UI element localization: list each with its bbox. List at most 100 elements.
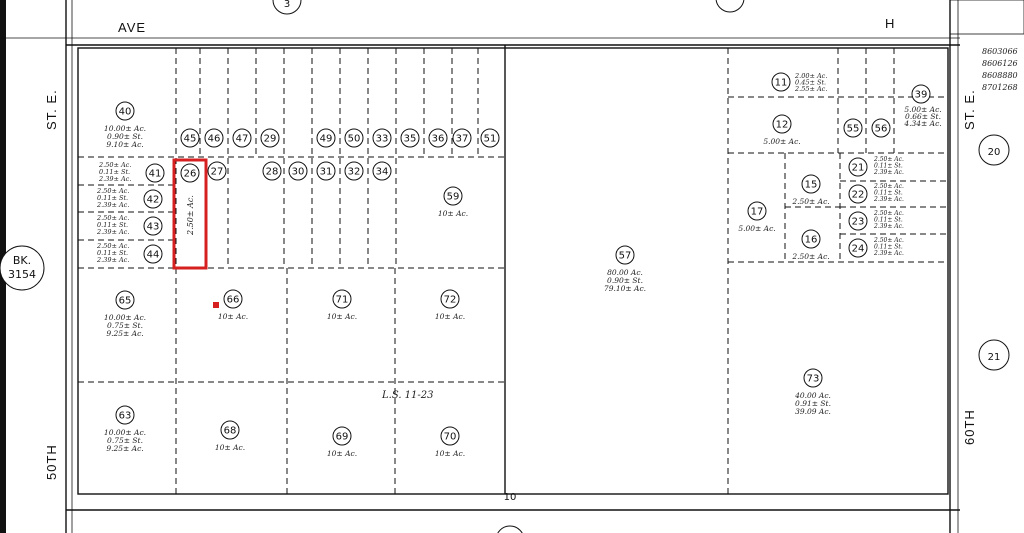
- parcel-circle-33[interactable]: [372, 128, 392, 148]
- street-label-st-e-right: ST. E.: [962, 89, 977, 130]
- parcel-area-23-2: 2.39± Ac.: [873, 223, 904, 230]
- parcel-number-39: 39: [915, 90, 928, 101]
- parcel-circle-11[interactable]: [771, 72, 791, 92]
- parcel-circle-21[interactable]: [848, 157, 868, 177]
- parcel-circle-28[interactable]: [262, 161, 282, 181]
- parcel-area-73-1: 0.91± St.: [795, 399, 831, 408]
- parcel-area-41-1: 0.11± St.: [99, 168, 130, 176]
- parcel-area-23-0: 2.50± Ac.: [873, 210, 904, 217]
- parcel-circle-70[interactable]: [440, 426, 460, 446]
- parcel-area-21-1: 0.11± St.: [874, 163, 903, 170]
- parcel-circle-41[interactable]: [145, 163, 165, 183]
- parcel-circle-23[interactable]: [848, 211, 868, 231]
- parcel-circle-47[interactable]: [232, 128, 252, 148]
- parcel-number-32: 32: [348, 167, 361, 178]
- parcel-number-36: 36: [432, 134, 445, 145]
- code-0: 8603066: [982, 47, 1018, 56]
- parcel-circle-55[interactable]: [843, 118, 863, 138]
- parcel-circle-42[interactable]: [143, 189, 163, 209]
- highlighted-parcel-26[interactable]: [172, 158, 208, 270]
- parcel-number-65: 65: [119, 296, 132, 307]
- parcel-circle-36[interactable]: [428, 128, 448, 148]
- parcel-circle-29[interactable]: [260, 128, 280, 148]
- parcel-circle-65[interactable]: [115, 290, 135, 310]
- parcel-area-22-0: 2.50± Ac.: [873, 183, 904, 190]
- parcel-circle-73[interactable]: [803, 368, 823, 388]
- parcel-area-65-2: 9.25± Ac.: [106, 329, 143, 338]
- map-ref-top: 3: [284, 0, 290, 10]
- parcel-circle-63[interactable]: [115, 405, 135, 425]
- narrow-lot-lines: [175, 48, 479, 268]
- parcel-number-47: 47: [236, 134, 249, 145]
- parcel-number-70: 70: [444, 432, 457, 443]
- map-ref-circle-bottom: [497, 525, 523, 533]
- parcel-circle-59[interactable]: [443, 186, 463, 206]
- parcel-circle-39[interactable]: [911, 84, 931, 104]
- parcel-66-marker: [213, 302, 219, 308]
- parcel-area-17-0: 5.00± Ac.: [738, 224, 775, 233]
- parcel-circle-27[interactable]: [207, 161, 227, 181]
- main-block-outline: [77, 47, 949, 495]
- parcel-area-69-0: 10± Ac.: [327, 449, 357, 458]
- parcel-number-72: 72: [444, 295, 457, 306]
- parcel-circle-46[interactable]: [204, 128, 224, 148]
- parcel-number-44: 44: [147, 250, 160, 261]
- parcel-circle-43[interactable]: [143, 216, 163, 236]
- parcel-circle-72[interactable]: [440, 289, 460, 309]
- parcel-circle-16[interactable]: [801, 229, 821, 249]
- book-number: 3154: [8, 268, 36, 281]
- parcel-circle-35[interactable]: [400, 128, 420, 148]
- parcel-number-23: 23: [852, 217, 865, 228]
- parcel-area-40-0: 10.00± Ac.: [104, 124, 146, 133]
- ls-label: L.S. 11-23: [381, 390, 434, 401]
- parcel-circle-37[interactable]: [452, 128, 472, 148]
- parcel-circle-71[interactable]: [332, 289, 352, 309]
- parcel-area-41-2: 2.39± Ac.: [98, 175, 131, 183]
- parcel-circle-49[interactable]: [316, 128, 336, 148]
- parcel-number-50: 50: [348, 134, 361, 145]
- map-ref-21: 21: [988, 352, 1001, 363]
- parcel-number-34: 34: [376, 167, 389, 178]
- parcel-circle-34[interactable]: [372, 161, 392, 181]
- parcel-circle-17[interactable]: [747, 201, 767, 221]
- parcel-number-43: 43: [147, 222, 160, 233]
- parcel-circle-22[interactable]: [848, 184, 868, 204]
- parcel-circle-32[interactable]: [344, 161, 364, 181]
- parcel-circle-30[interactable]: [288, 161, 308, 181]
- street-label-60th: 60TH: [962, 409, 977, 445]
- parcel-circle-40[interactable]: [115, 101, 135, 121]
- parcel-number-29: 29: [264, 134, 277, 145]
- parcel-circle-45[interactable]: [180, 128, 200, 148]
- parcel-number-28: 28: [266, 167, 279, 178]
- parcel-number-16: 16: [805, 235, 818, 246]
- parcel-area-44-0: 2.50± Ac.: [96, 242, 129, 250]
- parcel-circle-69[interactable]: [332, 426, 352, 446]
- street-label-st-e-left: ST. E.: [44, 89, 59, 130]
- parcel-number-35: 35: [404, 134, 417, 145]
- parcel-area-21-2: 2.39± Ac.: [873, 169, 904, 176]
- parcel-circle-31[interactable]: [316, 161, 336, 181]
- parcel-area-22-1: 0.11± St.: [874, 190, 903, 197]
- parcel-circle-44[interactable]: [143, 244, 163, 264]
- parcel-circle-26[interactable]: [180, 163, 200, 183]
- parcel-area-65-1: 0.75± St.: [107, 321, 143, 330]
- parcel-number-45: 45: [184, 134, 197, 145]
- parcel-circle-56[interactable]: [871, 118, 891, 138]
- parcel-number-66: 66: [227, 295, 240, 306]
- parcel-circle-15[interactable]: [801, 174, 821, 194]
- parcel-area-44-1: 0.11± St.: [97, 249, 128, 257]
- parcel-circle-51[interactable]: [480, 128, 500, 148]
- parcel-circle-50[interactable]: [344, 128, 364, 148]
- parcel-area-26: 2.50± Ac.: [186, 195, 195, 236]
- parcel-circle-66[interactable]: [223, 289, 243, 309]
- parcel-area-59-0: 10± Ac.: [438, 209, 468, 218]
- parcel-number-27: 27: [211, 167, 224, 178]
- parcel-circle-57[interactable]: [615, 245, 635, 265]
- parcel-circle-12[interactable]: [772, 114, 792, 134]
- parcel-circle-24[interactable]: [848, 238, 868, 258]
- parcel-circle-68[interactable]: [220, 420, 240, 440]
- parcel-area-73-0: 40.00 Ac.: [794, 391, 831, 400]
- parcel-area-66-0: 10± Ac.: [218, 312, 248, 321]
- parcel-number-17: 17: [751, 207, 764, 218]
- parcel-area-12-0: 5.00± Ac.: [763, 137, 800, 146]
